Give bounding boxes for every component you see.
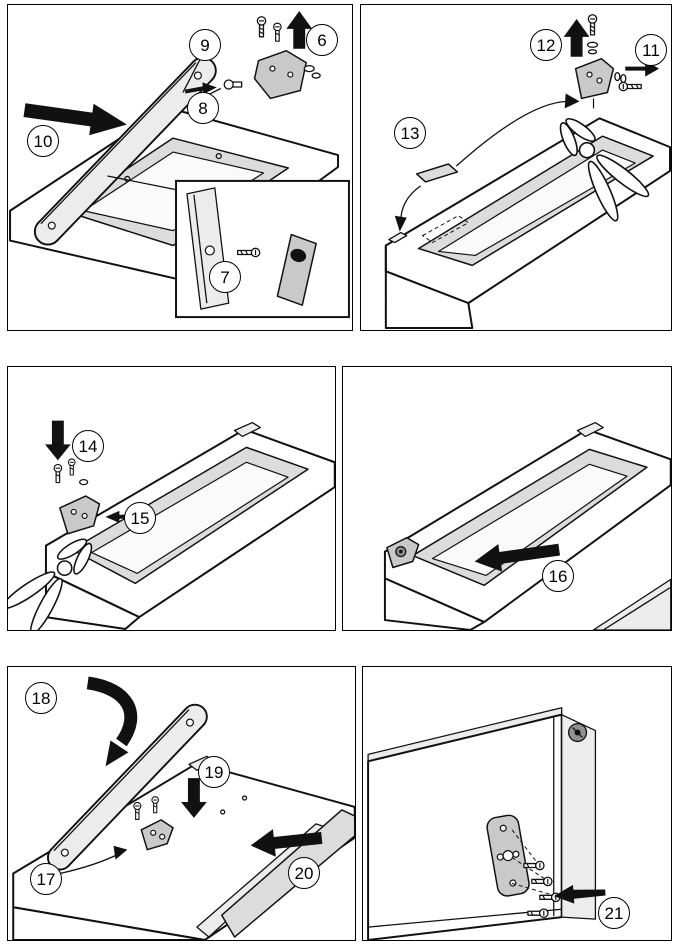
hinge-bracket [140,819,174,851]
insertion-tool [276,233,317,306]
panel-5-illustration [12,676,355,940]
step-panel-6: 21 [362,666,672,941]
hinge-bracket [574,57,615,109]
leader-lines [511,829,554,896]
washer-icon [586,41,627,84]
screw-icon [587,14,598,36]
curved-arrow [59,845,128,875]
callout-6: 6 [306,24,338,56]
washer-icon [79,478,89,486]
step-panel-3: 14 15 [7,366,336,631]
screw-icon [618,81,642,92]
callout-9: 9 [189,29,221,61]
callout-8: 8 [187,92,219,124]
lid-frame-part [33,56,217,246]
arrow-right-small [185,82,217,95]
callout-15: 15 [124,502,156,534]
lid-frame-part [46,703,208,871]
callout-17: 17 [30,863,62,895]
screw-icon [273,22,282,42]
callout-13: 13 [394,117,426,149]
curved-arrow-thick [86,676,138,767]
arrow-left-large [474,543,561,572]
hinge-pin-knob [567,722,588,743]
callout-19: 19 [198,756,230,788]
arrow-left [553,884,606,904]
screw-icon [256,16,267,38]
screw-icon [53,463,63,484]
lid-corner [592,578,671,630]
panel-4-illustration [383,421,671,630]
plug-part [223,79,243,90]
curved-arrow [394,185,421,232]
panel-6-illustration [367,707,606,940]
arrow-up [563,18,590,57]
freezer-body [367,707,597,940]
callout-14: 14 [72,430,104,462]
screw-icon [67,458,76,476]
inset-detail [175,179,350,319]
screw-icon [527,908,549,919]
callout-16: 16 [542,560,574,592]
pliers-icon [8,538,93,630]
freezer-body [383,421,671,630]
callout-11: 11 [635,34,667,66]
panel-1-illustration [9,10,350,319]
pliers-icon [559,117,650,222]
step-panel-2: 12 11 13 [360,4,672,331]
hinge-bracket [59,495,101,535]
washer-icon [303,64,321,79]
leader-line-9 [182,59,201,93]
freezer-body [12,755,355,940]
arrow-left-large [250,829,323,857]
freezer-body [44,421,335,630]
panel-3-illustration [8,420,335,630]
adhesive-pad [415,163,459,183]
hinge-bracket [253,49,307,100]
arrow-up [286,10,313,49]
step-panel-4: 16 [342,366,672,631]
freezer-body [384,117,671,329]
arrow-right-large [23,103,127,136]
step-panel-5: 18 19 17 20 [7,666,356,941]
arrow-left-small [105,510,136,523]
callout-7: 7 [209,261,241,293]
callout-20: 20 [288,857,320,889]
callout-10: 10 [27,125,59,157]
panel-2-illustration [384,14,671,329]
screw-icon [133,801,142,821]
curved-arrow [455,93,580,167]
screw-icon [151,796,160,814]
mounting-plate [486,814,530,897]
screw-icon [523,860,545,871]
callout-21: 21 [598,897,630,929]
arrow-down [44,420,71,461]
callout-12: 12 [530,29,562,61]
step-panel-1: 9 6 8 10 7 [7,4,353,331]
inset-leader-line [107,175,178,191]
callout-18: 18 [25,682,57,714]
hinge-mounted [386,536,420,569]
screw-icon [236,247,261,258]
screw-icon [531,876,553,887]
arrow-down [181,778,207,818]
